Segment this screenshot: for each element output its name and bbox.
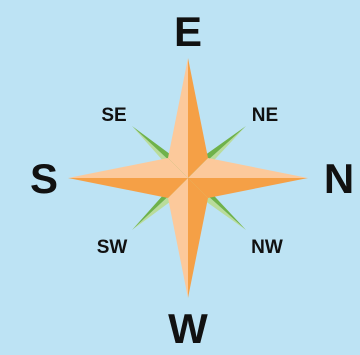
- label-bottom-left: SW: [97, 237, 128, 258]
- label-top-right: NE: [252, 105, 278, 126]
- label-top-left: SE: [101, 105, 126, 126]
- label-right: N: [324, 155, 354, 202]
- label-left: S: [30, 155, 58, 202]
- label-bottom-right: NW: [251, 237, 283, 258]
- label-bottom: W: [168, 305, 208, 352]
- label-top: E: [174, 8, 202, 55]
